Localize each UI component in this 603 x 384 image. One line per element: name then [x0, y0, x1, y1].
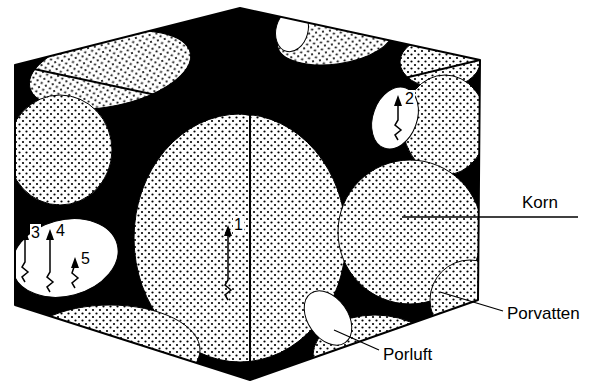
flow-arrows: [22, 102, 401, 300]
leader-line: [402, 216, 578, 217]
arrow-head: [394, 95, 402, 106]
callout-number: 1: [233, 216, 244, 234]
arrow-head: [224, 225, 232, 236]
cube-fill: [3, 4, 510, 384]
grain: [20, 305, 200, 384]
air-pocket: [271, 5, 313, 56]
arrow-head: [46, 229, 54, 240]
callout-number: 2: [404, 90, 415, 108]
air-pocket: [294, 282, 361, 354]
arrow-shaft: [47, 236, 53, 292]
pore-air: [3, 5, 427, 354]
grain: [430, 260, 510, 340]
part-label: Porvatten: [507, 305, 580, 324]
cube-edge: [249, 115, 251, 380]
leader-lines: [334, 217, 578, 350]
cube-edge: [15, 60, 480, 115]
arrow-shaft: [395, 102, 401, 140]
arrow-heads: [21, 95, 402, 268]
callout-number: 3: [30, 224, 41, 242]
air-pocket: [3, 207, 127, 308]
arrow-head: [21, 229, 29, 240]
arrow-shaft: [225, 232, 231, 300]
cube-outline: [15, 8, 480, 380]
grain: [8, 95, 112, 205]
leader-line: [440, 292, 503, 311]
callout-number: 5: [80, 250, 91, 268]
part-label: Korn: [522, 194, 558, 213]
part-label: Porluft: [383, 346, 432, 365]
cube-edges: [15, 8, 480, 380]
grains: [8, 4, 510, 384]
arrow-shaft: [22, 236, 28, 282]
air-pocket: [363, 80, 426, 155]
callout-number: 4: [55, 222, 66, 240]
leader-line: [334, 330, 379, 350]
arrow-head: [71, 257, 79, 268]
